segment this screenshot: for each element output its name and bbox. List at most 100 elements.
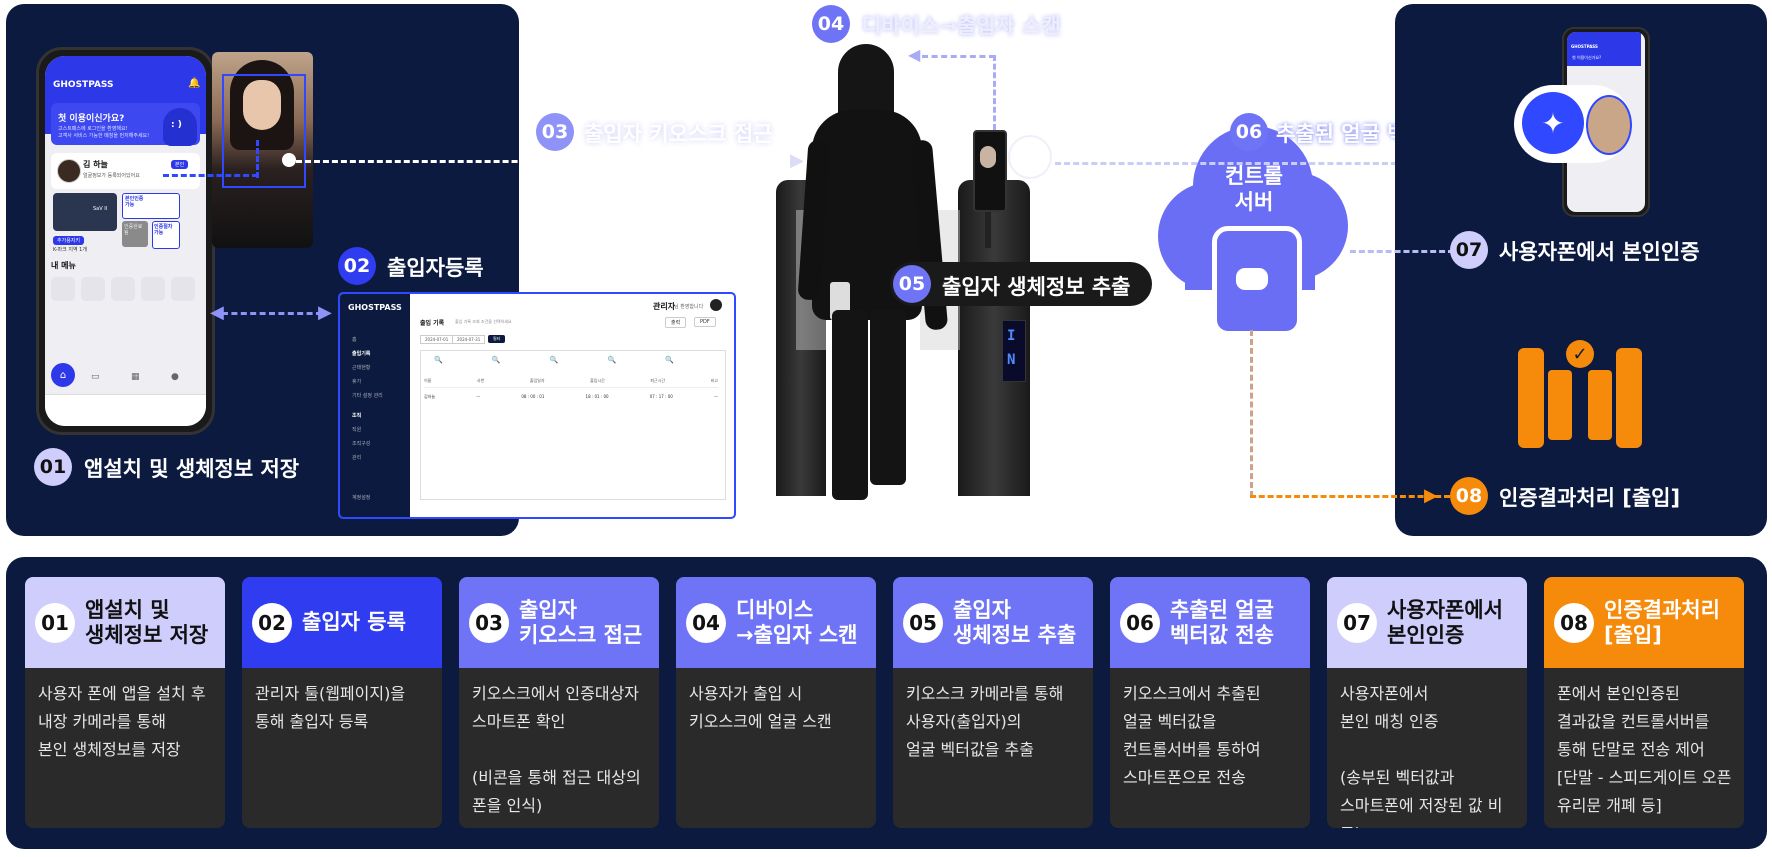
arrow-right-icon: ▶ — [790, 150, 804, 171]
table-header: 이름 사번 출입일자 출입시간 퇴근시간 비고 — [424, 378, 718, 388]
tile-auth[interactable] — [122, 193, 180, 219]
nav-leave[interactable]: 휴가 — [352, 379, 362, 385]
search-icon[interactable]: 🔍 — [434, 356, 443, 364]
tile-done[interactable] — [122, 221, 148, 247]
step-card-body: 키오스크에서 추출된 얼굴 벡터값을 컨트롤서버를 통하여 스마트폰으로 전송 — [1123, 684, 1261, 787]
table-cell: 08 : 00 : 01 — [521, 394, 545, 399]
nav-attendance[interactable]: 근태현황 — [352, 365, 371, 371]
search-icons-row: 🔍 🔍 🔍 🔍 🔍 — [434, 356, 674, 364]
gate-post-left — [1518, 348, 1544, 448]
badge-07: 07 — [1450, 231, 1488, 269]
face-link-dash — [256, 140, 259, 178]
menu-tile[interactable] — [81, 277, 105, 301]
nav-settings[interactable]: 기타 설정 관리 — [352, 393, 383, 399]
col-header: 출입시간 — [590, 378, 605, 383]
card-icon[interactable]: ▭ — [91, 372, 100, 382]
step-card-body: 사용자가 출입 시 키오스크에 얼굴 스캔 — [689, 684, 832, 731]
label-08: 인증결과처리 [출입] — [1499, 486, 1681, 510]
table-row[interactable]: 김하늘 — 08 : 00 : 01 18 : 01 : 00 07 : 17 … — [424, 394, 718, 400]
col-header: 이름 — [424, 378, 432, 383]
menu-title: 내 메뉴 — [51, 261, 76, 270]
admin-header-sub: 님 환영합니다 — [674, 304, 704, 310]
scan-dash-v — [993, 55, 996, 130]
bell-icon[interactable]: 🔔 — [188, 78, 201, 89]
badge-03: 03 — [536, 113, 574, 151]
id-card[interactable] — [53, 193, 117, 231]
tag-more[interactable]: 추가용지키 — [53, 236, 85, 245]
gate-post-right — [1616, 348, 1642, 448]
table-cell: 07 : 17 : 00 — [649, 394, 673, 399]
step-card-num: 05 — [903, 602, 943, 643]
step-card-01: 01 앱설치 및 생체정보 저장 사용자 폰에 앱을 설치 후 내장 카메라를 … — [25, 577, 225, 828]
mascot-face-icon: : ) — [171, 120, 182, 130]
date-to[interactable]: 2024-07-31 — [452, 335, 486, 344]
beacon-dot — [282, 153, 296, 167]
filter-button[interactable]: 필터 — [488, 335, 506, 343]
date-from[interactable]: 2024-07-01 — [420, 335, 454, 344]
search-icon[interactable]: 🔍 — [549, 356, 559, 364]
table-cell: — — [476, 394, 481, 399]
search-icon[interactable]: 🔍 — [607, 356, 617, 364]
menu-tile[interactable] — [111, 277, 135, 301]
step-card-title: 앱설치 및 생체정보 저장 — [85, 597, 209, 647]
step-card-num: 06 — [1120, 602, 1160, 643]
nav-staff[interactable]: 직원 — [352, 427, 362, 433]
notice-title: 첫 이용이신가요? — [58, 114, 125, 124]
menu-tile[interactable] — [171, 277, 195, 301]
home-icon[interactable]: ⌂ — [51, 363, 75, 387]
calendar-icon[interactable]: ▦ — [131, 372, 140, 382]
bottom-nav — [45, 394, 206, 426]
search-icon[interactable]: 🔍 — [665, 356, 674, 364]
auth-tag[interactable]: 본인 — [171, 160, 189, 169]
step-card-body: 사용자폰에서 본인 매칭 인증 (송부된 벡터값과 스마트폰에 저장된 값 비교… — [1340, 684, 1503, 828]
verify-face-icon — [1586, 95, 1632, 155]
step-card-body: 키오스크 카메라를 통해 사용자(출입자)의 얼굴 벡터값을 추출 — [906, 684, 1064, 759]
badge-08: 08 — [1450, 477, 1488, 515]
admin-header-title: 관리자 — [653, 302, 676, 311]
app-brand: GHOSTPASS — [53, 80, 114, 90]
verify-phone-notice: 첫 이용이신가요? — [1572, 55, 1602, 60]
admin-brand: GHOSTPASS — [348, 303, 402, 312]
col-header: 출입일자 — [529, 378, 545, 383]
label-03: 출입자 키오스크 접근 — [584, 122, 773, 146]
nav-home[interactable]: 홈 — [352, 337, 357, 343]
step-card-body: 키오스크에서 인증대상자 스마트폰 확인 (비콘을 통해 접근 대상의 폰을 인… — [472, 684, 641, 815]
nav-footer[interactable]: 계정설정 — [352, 495, 371, 501]
step-card-title: 인증결과처리 [출입] — [1604, 597, 1720, 647]
table-cell: — — [713, 394, 718, 399]
print-button[interactable]: 출력 — [665, 317, 687, 328]
gate-display-text: IN — [1007, 328, 1016, 368]
badge-01: 01 — [34, 448, 72, 486]
face-scan-frame — [222, 74, 306, 188]
nav-access-log[interactable]: 출입기록 — [352, 351, 371, 357]
step-card-head: 04 디바이스 →출입자 스캔 — [676, 577, 876, 668]
step-card-title: 출입자 키오스크 접근 — [519, 597, 643, 647]
profile-icon[interactable]: ● — [171, 372, 179, 382]
step-card-num: 07 — [1337, 602, 1377, 643]
step-card-05: 05 출입자 생체정보 추출 키오스크 카메라를 통해 사용자(출입자)의 얼굴… — [893, 577, 1093, 828]
avatar — [57, 159, 81, 183]
label-05: 출입자 생체정보 추출 — [942, 275, 1131, 299]
step-card-title: 사용자폰에서 본인인증 — [1387, 597, 1503, 647]
kiosk-network-icon — [1008, 135, 1052, 179]
step-card-06: 06 추출된 얼굴 벡터값 전송 키오스크에서 추출된 얼굴 벡터값을 컨트롤서… — [1110, 577, 1310, 828]
tile-process[interactable] — [152, 221, 180, 249]
nav-org[interactable]: 조직구성 — [352, 441, 371, 447]
menu-tile[interactable] — [51, 277, 75, 301]
nav-manage[interactable]: 관리 — [352, 455, 362, 461]
admin-breadcrumb: 출입 기록 조회 조건을 선택하세요 — [455, 319, 512, 324]
admin-page-title: 출입 기록 — [420, 320, 445, 327]
step-card-08: 08 인증결과처리 [출입] 폰에서 본인인증된 결과값을 컨트롤서버를 통해 … — [1544, 577, 1744, 828]
step-card-body: 폰에서 본인인증된 결과값을 컨트롤서버를 통해 단말로 전송 제어 [단말 -… — [1557, 684, 1732, 815]
pdf-button[interactable]: PDF — [694, 317, 716, 327]
search-icon[interactable]: 🔍 — [491, 356, 501, 364]
menu-tile[interactable] — [141, 277, 165, 301]
admin-avatar[interactable] — [710, 299, 722, 311]
arrow-right-icon: ▶ — [318, 302, 332, 323]
label-04: 디바이스→출입자 스캔 — [862, 14, 1061, 38]
person-leg-right — [870, 310, 906, 485]
step-card-title: 출입자 생체정보 추출 — [953, 597, 1077, 647]
table-cell: 18 : 01 : 00 — [585, 394, 609, 399]
col-header: 비고 — [710, 378, 718, 383]
admin-nav: 홈 출입기록 근태현황 휴가 기타 설정 관리 조직 직원 조직구성 관리 — [352, 336, 407, 468]
